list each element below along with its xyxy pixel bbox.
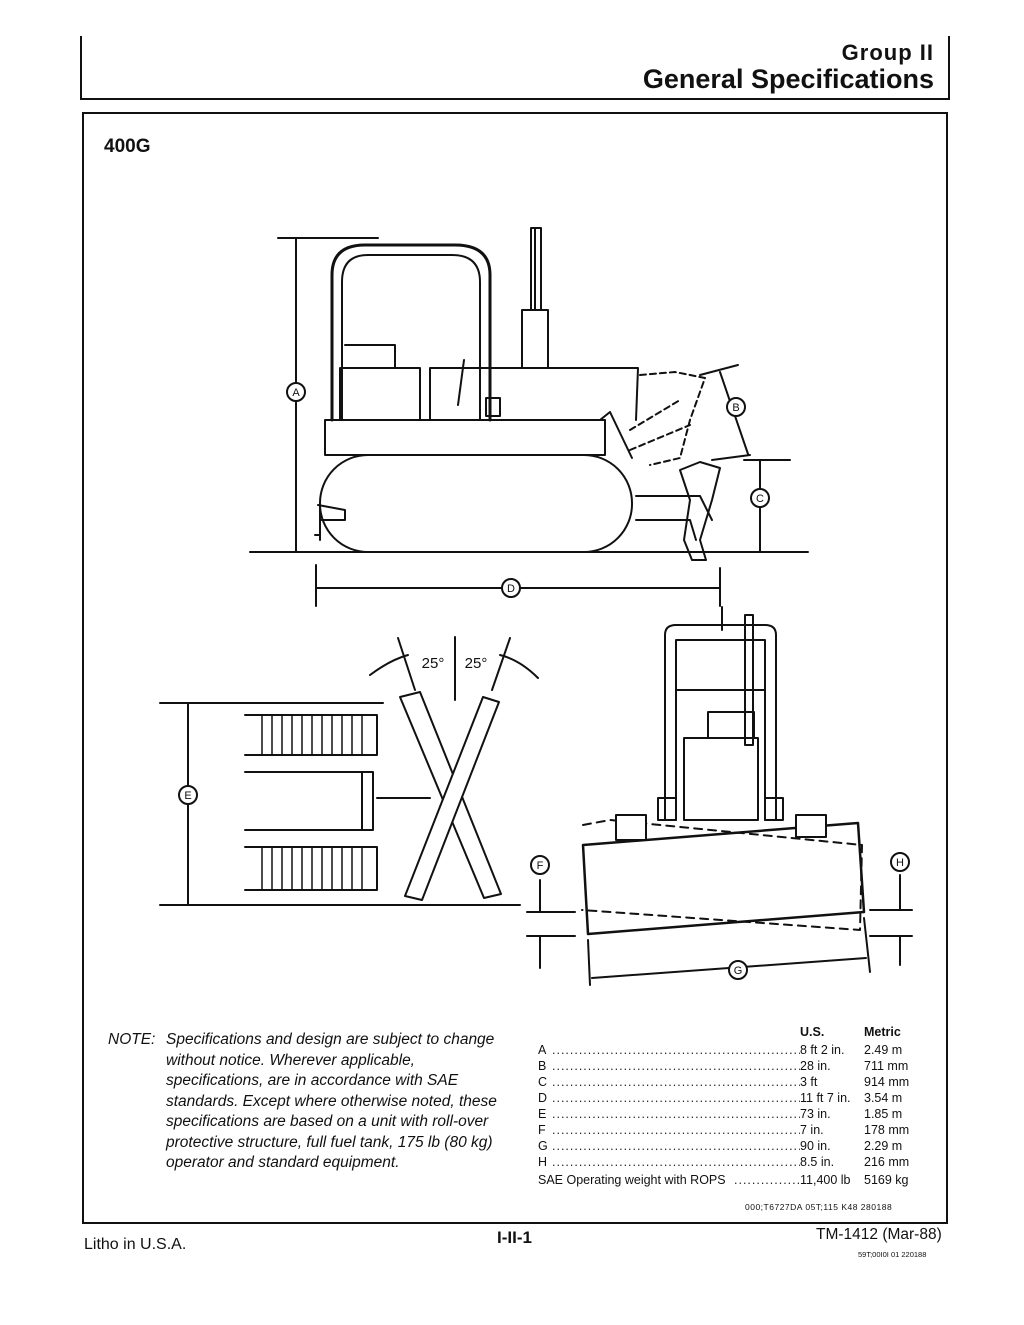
footer-left: Litho in U.S.A. <box>84 1236 187 1253</box>
spec-key: E <box>538 1107 547 1121</box>
spec-row: G ......................................… <box>538 1139 918 1155</box>
spec-metric: 3.54 m <box>864 1091 903 1105</box>
side-view-drawing <box>249 227 809 607</box>
spec-key: C <box>538 1075 548 1089</box>
leader-dots: ........................................… <box>552 1123 800 1137</box>
spec-us: 7 in. <box>800 1123 824 1137</box>
spec-metric: 914 mm <box>864 1075 910 1089</box>
callout-a: A <box>292 387 300 399</box>
callout-g: G <box>734 965 743 977</box>
spec-row-weight: ........................................… <box>538 1173 918 1189</box>
col-us-header: U.S. <box>800 1025 825 1039</box>
callout-d: D <box>507 583 515 595</box>
spec-metric: 711 mm <box>864 1059 909 1073</box>
callout-f: F <box>537 860 544 872</box>
leader-dots: ........................................… <box>734 1173 800 1187</box>
spec-row: D ......................................… <box>538 1091 918 1107</box>
page-number: I-II-1 <box>497 1228 532 1247</box>
spec-us: 3 ft <box>800 1075 818 1089</box>
col-metric-header: Metric <box>864 1025 901 1039</box>
spec-metric: 216 mm <box>864 1155 910 1169</box>
note-text: Specifications and design are subject to… <box>166 1031 497 1171</box>
content-frame <box>82 112 948 1224</box>
callout-b: B <box>732 402 739 414</box>
leader-dots: ........................................… <box>552 1139 800 1153</box>
spec-key: D <box>538 1091 548 1105</box>
leader-dots: ........................................… <box>552 1043 800 1057</box>
spec-metric: 2.49 m <box>864 1043 903 1057</box>
spec-metric: 178 mm <box>864 1123 910 1137</box>
leader-dots: ........................................… <box>552 1155 800 1169</box>
spec-row: B ......................................… <box>538 1059 918 1075</box>
angle-right-label: 25° <box>465 655 488 672</box>
manual-number: TM-1412 (Mar-88) <box>816 1226 942 1243</box>
footer-code: 59T;00I0I 01 220188 <box>858 1250 927 1259</box>
top-view-drawing <box>159 636 539 906</box>
leader-dots: ........................................… <box>552 1075 800 1089</box>
spec-us: 73 in. <box>800 1107 831 1121</box>
reference-code: 000;T6727DA 05T;115 K48 280188 <box>745 1202 893 1212</box>
callout-e: E <box>184 790 191 802</box>
spec-row: A ......................................… <box>538 1043 918 1059</box>
leader-dots: ........................................… <box>552 1107 800 1121</box>
spec-us: 8 ft 2 in. <box>800 1043 845 1057</box>
spec-us: 28 in. <box>800 1059 831 1073</box>
spec-metric: 5169 kg <box>864 1173 909 1187</box>
leader-dots: ........................................… <box>552 1091 800 1105</box>
callout-h: H <box>896 857 904 869</box>
spec-key: B <box>538 1059 547 1073</box>
spec-us: 11,400 lb <box>800 1173 851 1187</box>
page-title: General Specifications <box>642 64 934 94</box>
spec-row: F ......................................… <box>538 1123 918 1139</box>
spec-us: 11 ft 7 in. <box>800 1091 851 1105</box>
model-label: 400G <box>104 136 151 157</box>
spec-metric: 2.29 m <box>864 1139 903 1153</box>
callout-c: C <box>756 493 764 505</box>
spec-us: 8.5 in. <box>800 1155 835 1169</box>
leader-dots: ........................................… <box>552 1059 800 1073</box>
header-frame <box>80 36 950 100</box>
note-block: NOTE: Specifications and design are subj… <box>108 1030 508 1174</box>
spec-us: 90 in. <box>800 1139 831 1153</box>
spec-key: H <box>538 1155 548 1169</box>
spec-row: C ......................................… <box>538 1075 918 1091</box>
angle-left-label: 25° <box>422 655 445 672</box>
spec-key: F <box>538 1123 546 1137</box>
spec-metric: 1.85 m <box>864 1107 903 1121</box>
spec-key: G <box>538 1139 548 1153</box>
group-heading: Group II <box>841 40 934 65</box>
spec-key: A <box>538 1043 547 1057</box>
spec-row: H ......................................… <box>538 1155 918 1171</box>
front-view-drawing <box>526 606 913 986</box>
spec-row: E ......................................… <box>538 1107 918 1123</box>
note-label: NOTE: <box>108 1031 156 1048</box>
spec-key: SAE Operating weight with ROPS <box>538 1173 728 1187</box>
